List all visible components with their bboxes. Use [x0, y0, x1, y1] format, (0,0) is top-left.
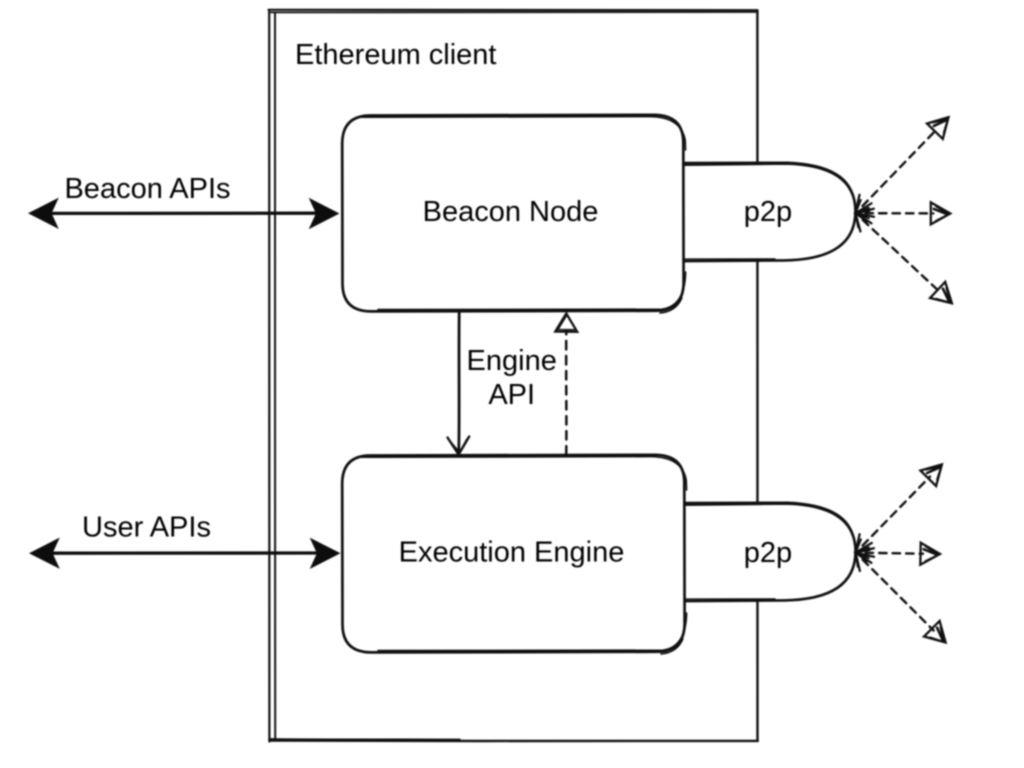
svg-text:p2p: p2p — [744, 196, 792, 228]
svg-text:API: API — [488, 379, 535, 411]
svg-text:p2p: p2p — [744, 537, 792, 569]
svg-text:Beacon Node: Beacon Node — [423, 196, 599, 228]
svg-text:User APIs: User APIs — [82, 512, 211, 544]
svg-text:Execution Engine: Execution Engine — [399, 537, 625, 569]
svg-text:Ethereum client: Ethereum client — [295, 39, 497, 71]
svg-text:Beacon APIs: Beacon APIs — [64, 173, 230, 205]
svg-text:Engine: Engine — [467, 345, 557, 377]
